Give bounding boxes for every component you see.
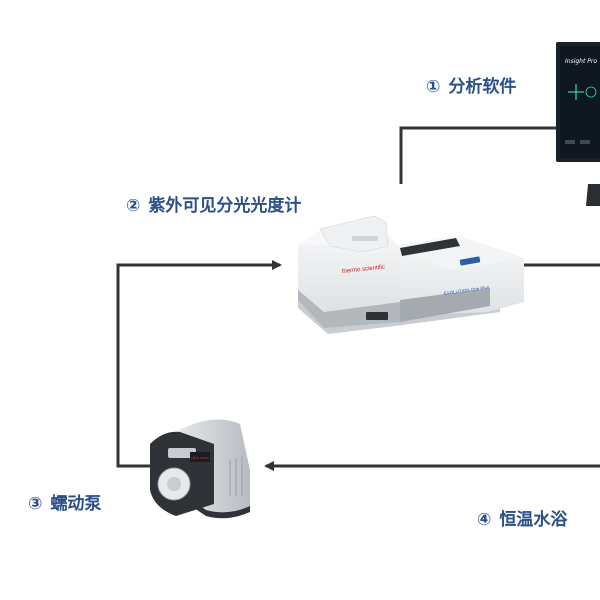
monitor-illustration: Insight Pro: [556, 42, 600, 206]
label-peristaltic-pump: ③ 蠕动泵: [28, 494, 101, 514]
label-water-bath-number: ④: [477, 510, 492, 530]
label-water-bath-text: 恒温水浴: [499, 510, 568, 530]
label-peristaltic-pump-text: 蠕动泵: [50, 494, 102, 514]
pump-display-text: LEAD FLUID: [191, 456, 209, 460]
connector-software-spectrophotometer: [399, 126, 556, 184]
peristaltic-pump-illustration: LEAD FLUID: [150, 419, 250, 519]
spectrophotometer-brand: thermo scientific: [342, 264, 386, 274]
label-analysis-software-text: 分析软件: [448, 77, 517, 97]
label-spectrophotometer-number: ②: [126, 196, 141, 216]
spectrophotometer-illustration: thermo scientific EVOLUTION One Plus: [298, 215, 524, 334]
label-water-bath: ④ 恒温水浴: [477, 510, 567, 530]
label-spectrophotometer-text: 紫外可见分光光度计: [148, 196, 302, 216]
label-spectrophotometer: ② 紫外可见分光光度计: [126, 196, 301, 216]
label-analysis-software-number: ①: [426, 77, 441, 97]
spectrophotometer-model: EVOLUTION One Plus: [443, 285, 490, 296]
label-analysis-software: ① 分析软件: [426, 77, 516, 97]
label-peristaltic-pump-number: ③: [28, 494, 43, 514]
monitor-screen-title: Insight Pro: [565, 58, 597, 65]
connector-pump-to-spectrophotometer: [116, 260, 282, 468]
